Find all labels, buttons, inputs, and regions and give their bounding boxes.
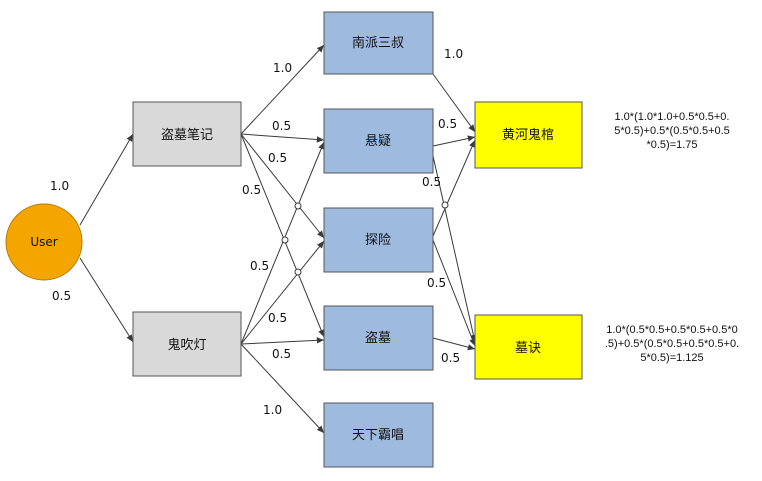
edge-user-gui-chui-deng (79, 257, 134, 343)
score-mujue: 1.0*(0.5*0.5+0.5*0.5+0.5*0 .5)+0.5*(0.5*… (604, 324, 740, 364)
weight-biji-daomu: 0.5 (242, 183, 261, 197)
crossing-hop (294, 268, 302, 276)
edge-biji-tanxian (240, 133, 325, 239)
node-tianxia-bachang (323, 402, 434, 468)
node-gui-chui-deng-label: 鬼吹灯 (167, 337, 206, 353)
user-node (5, 203, 83, 281)
node-xuanyi (323, 108, 434, 174)
edge-guichui-tanxian (240, 240, 325, 345)
node-daomu (323, 305, 434, 371)
weight-tanxian-mujue: 0.5 (427, 276, 446, 290)
weight-xuanyi-huanghe: 0.5 (438, 117, 457, 131)
node-daomu-biji-label: 盗墓笔记 (161, 127, 213, 143)
node-daomu-biji (132, 101, 242, 167)
crossing-hop (281, 236, 289, 244)
weight-biji-tanxian: 0.5 (268, 151, 287, 165)
weight-nanpai-huanghe: 1.0 (444, 47, 463, 61)
edge-biji-xuanyi (240, 133, 325, 143)
edge-biji-daomu (240, 133, 325, 338)
node-xuanyi-label: 悬疑 (365, 133, 391, 149)
edge-guichui-daomu (240, 337, 325, 345)
weight-guichui-xuanyi: 0.5 (250, 259, 269, 273)
crossing-hop (441, 201, 449, 209)
edge-daomu-mujue (432, 337, 476, 351)
weight-user-gui-chui-deng: 0.5 (52, 289, 71, 303)
node-tianxia-bachang-label: 天下霸唱 (352, 428, 404, 443)
weight-guichui-daomu: 0.5 (272, 347, 291, 361)
edge-xuanyi-mujue (432, 155, 477, 343)
weight-user-daomu-biji: 1.0 (50, 179, 69, 193)
weight-biji-nanpai: 1.0 (273, 61, 292, 75)
weight-daomu-mujue: 0.5 (441, 351, 460, 365)
node-huanghe-guiguan (474, 101, 583, 169)
weight-guichui-tianxia: 1.0 (263, 403, 282, 417)
node-gui-chui-deng (132, 311, 242, 377)
node-nanpai-sanshu (323, 11, 434, 75)
weight-guichui-tanxian: 0.5 (268, 311, 287, 325)
crossing-hop (294, 202, 302, 210)
edge-nanpai-huanghe (432, 73, 476, 133)
node-huanghe-guiguan-label: 黄河鬼棺 (502, 127, 554, 143)
edge-guichui-tianxia (240, 343, 325, 434)
edge-tanxian-mujue (432, 239, 476, 347)
edge-guichui-xuanyi (240, 141, 325, 345)
node-tanxian-label: 探险 (365, 233, 391, 248)
node-tanxian (323, 207, 434, 273)
score-huanghe-guiguan: 1.0*(1.0*1.0+0.5*0.5+0. 5*0.5)+0.5*(0.5*… (614, 111, 730, 151)
node-mujue-label: 墓诀 (515, 341, 541, 356)
node-nanpai-sanshu-label: 南派三叔 (352, 35, 404, 51)
edge-xuanyi-huanghe (432, 135, 476, 147)
edge-biji-nanpai (240, 44, 325, 135)
user-node-label: User (30, 235, 57, 249)
weight-tanxian-huanghe: 0.5 (422, 175, 441, 189)
weight-biji-xuanyi: 0.5 (272, 119, 291, 133)
edge-user-daomu-biji (79, 133, 134, 226)
node-daomu-label: 盗墓 (365, 330, 391, 346)
node-mujue (474, 314, 583, 380)
edge-tanxian-huanghe (432, 139, 476, 237)
